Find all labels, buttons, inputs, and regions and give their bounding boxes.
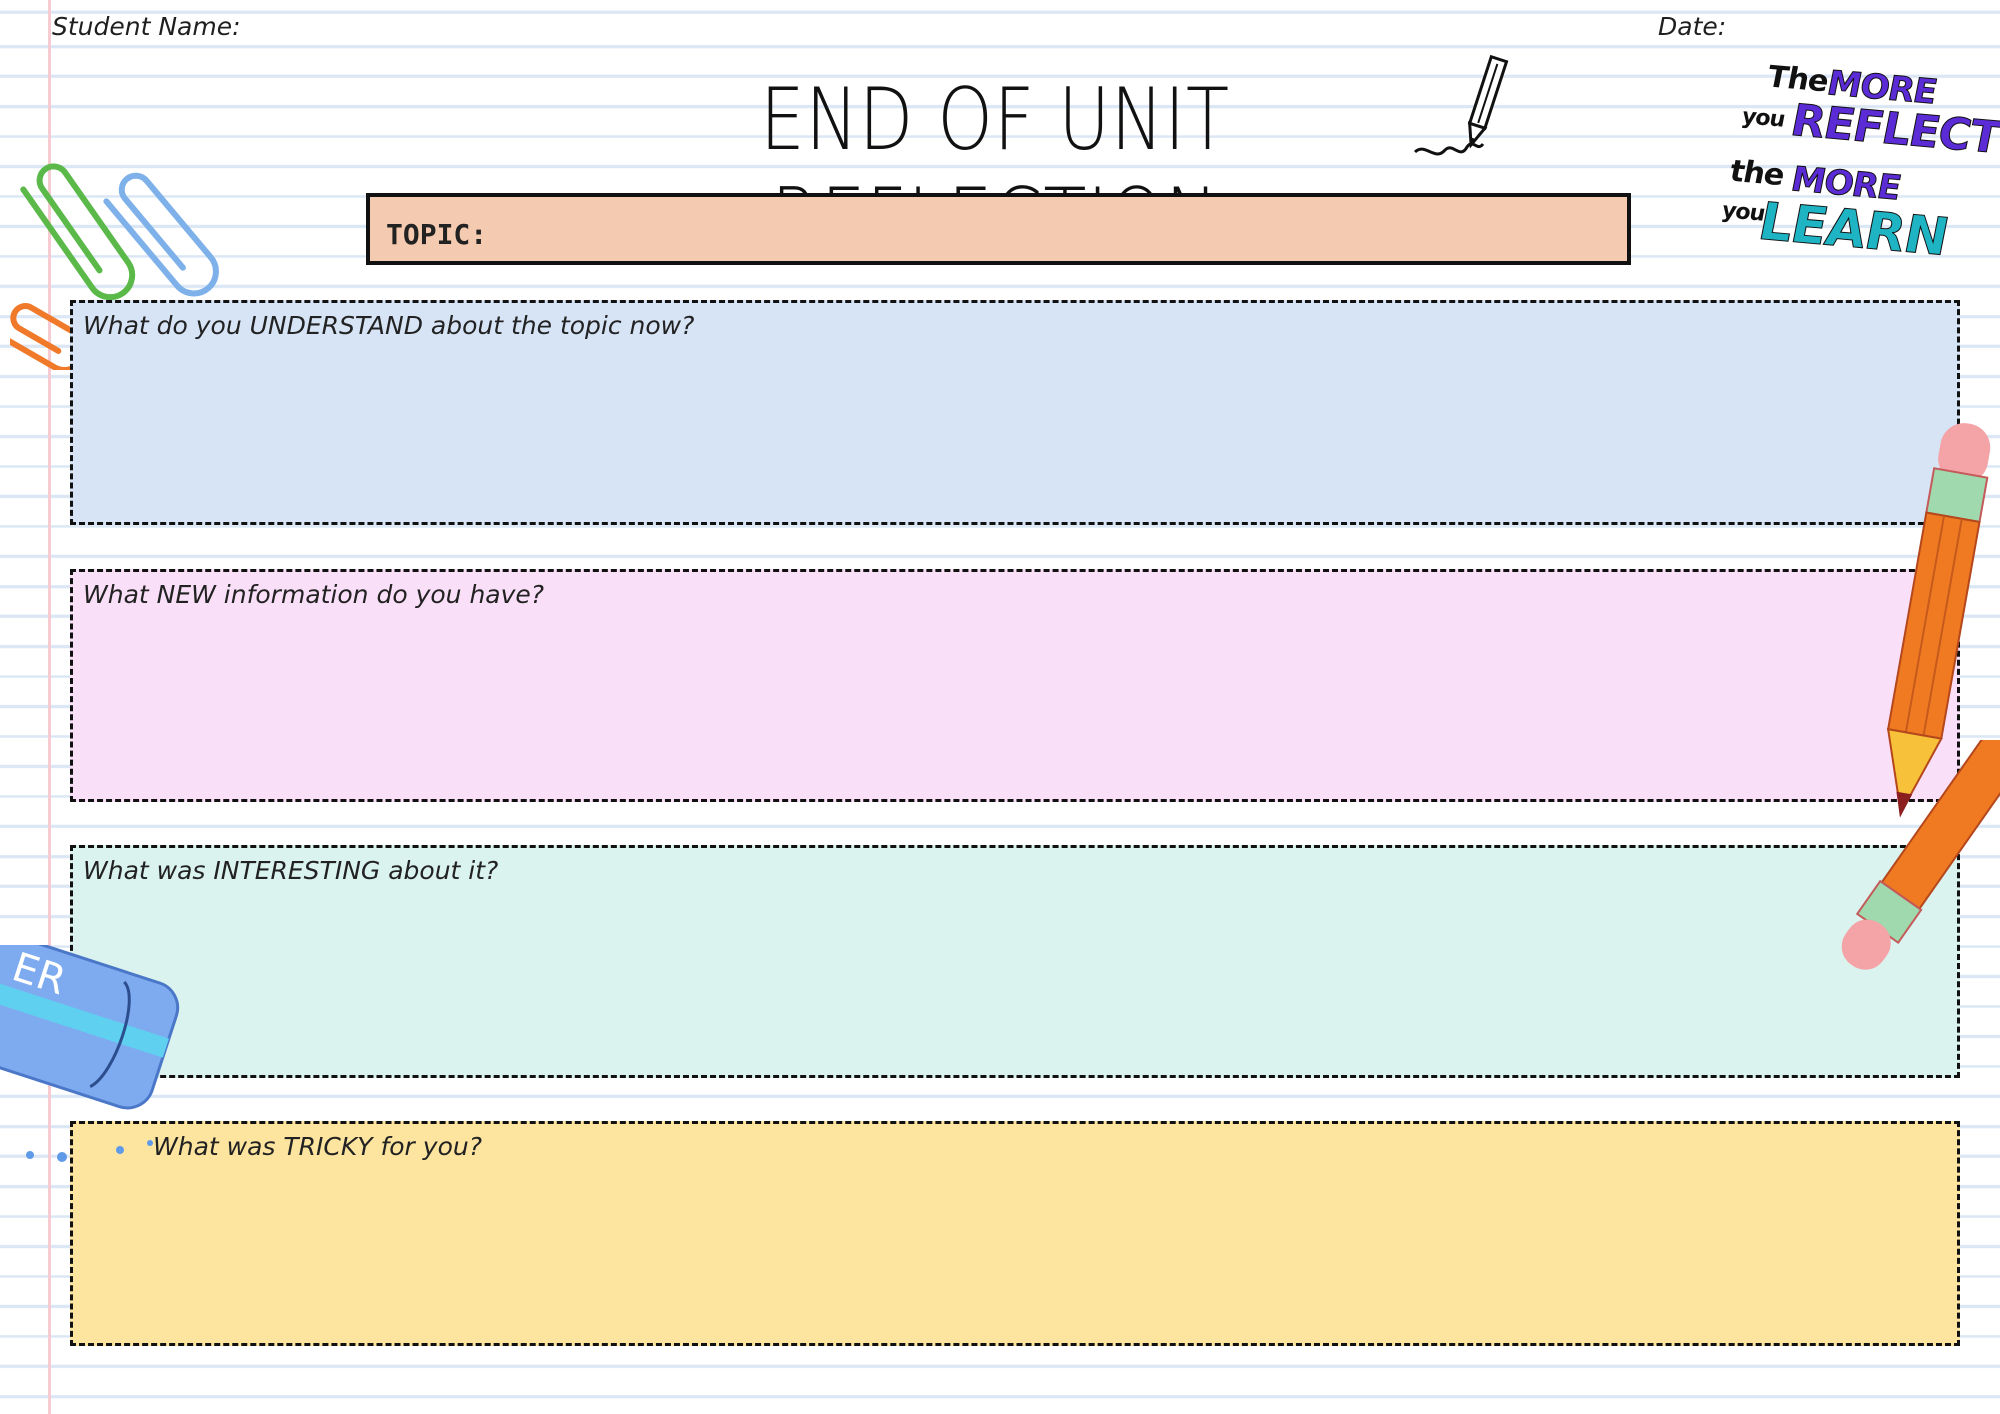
notebook-margin-line	[48, 0, 51, 1414]
topic-label: TOPIC:	[386, 218, 488, 251]
poster-word: you	[1722, 198, 1765, 227]
reflection-box-new-info[interactable]: What NEW information do you have?	[70, 569, 1960, 802]
pencil-icon	[1886, 423, 1991, 818]
date-label: Date:	[1658, 12, 1727, 41]
reflection-prompt: What was INTERESTING about it?	[83, 856, 499, 885]
reflection-poster: The MORE you REFLECT the MORE you LEARN	[1700, 59, 2000, 270]
reflection-prompt: What was TRICKY for you?	[153, 1132, 482, 1161]
pencil-icon	[1841, 740, 2000, 970]
topic-field[interactable]: TOPIC:	[366, 193, 1631, 265]
reflection-prompt: What NEW information do you have?	[83, 580, 545, 609]
reflection-box-interesting[interactable]: What was INTERESTING about it?	[70, 845, 1960, 1078]
pencil-doodle-icon	[1413, 54, 1509, 156]
poster-word: the	[1730, 153, 1784, 194]
student-name-label: Student Name:	[52, 12, 241, 41]
poster-word: LEARN	[1760, 191, 1948, 269]
reflection-prompt: What do you UNDERSTAND about the topic n…	[83, 311, 695, 340]
poster-word: you	[1742, 104, 1785, 133]
reflection-box-tricky[interactable]: What was TRICKY for you?	[70, 1121, 1960, 1346]
eraser-icon: ER	[0, 945, 180, 1162]
poster-word: REFLECT	[1792, 94, 2000, 165]
poster-word: The	[1768, 59, 1828, 100]
reflection-box-understand[interactable]: What do you UNDERSTAND about the topic n…	[70, 300, 1960, 525]
